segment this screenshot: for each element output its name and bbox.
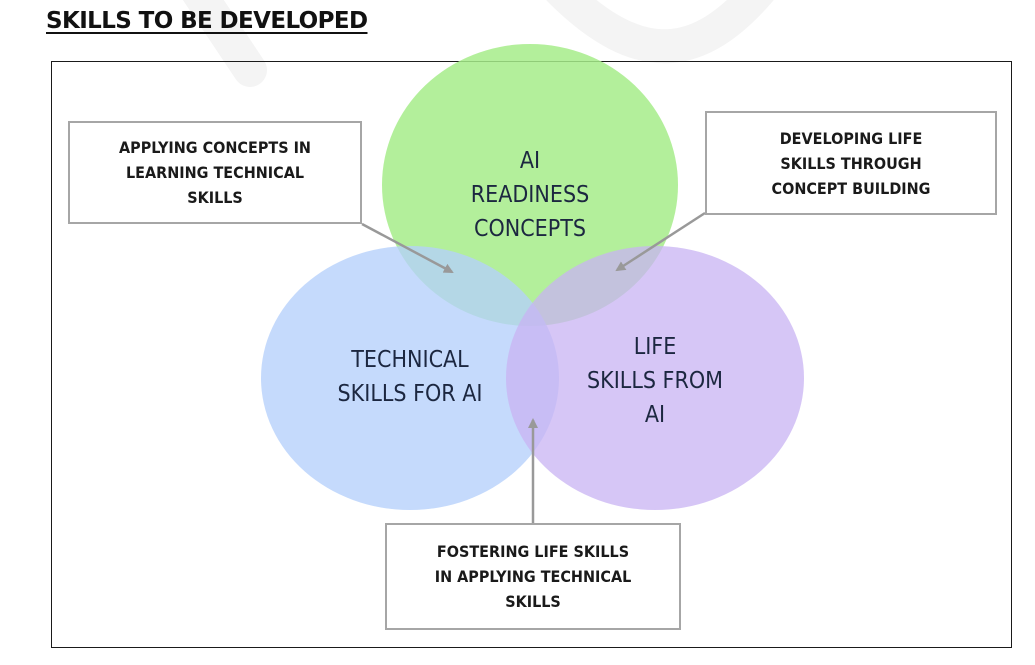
circle-technical-skills <box>261 246 559 510</box>
label-life-skills: LIFE SKILLS FROM AI <box>587 334 723 428</box>
label-technical-skills: TECHNICAL SKILLS FOR AI <box>337 347 483 407</box>
label-ai-readiness: AI READINESS CONCEPTS <box>470 148 590 242</box>
circle-life-skills <box>506 246 804 510</box>
arrow-top-left <box>361 222 454 274</box>
arrow-top-right <box>615 211 706 272</box>
callout-applying-concepts: APPLYING CONCEPTS IN LEARNING TECHNICAL … <box>68 121 362 224</box>
callout-fostering-life-skills: FOSTERING LIFE SKILLS IN APPLYING TECHNI… <box>385 523 681 630</box>
page-heading: SKILLS TO BE DEVELOPED <box>46 8 368 34</box>
callout-developing-life-skills: DEVELOPING LIFE SKILLS THROUGH CONCEPT B… <box>705 111 997 215</box>
